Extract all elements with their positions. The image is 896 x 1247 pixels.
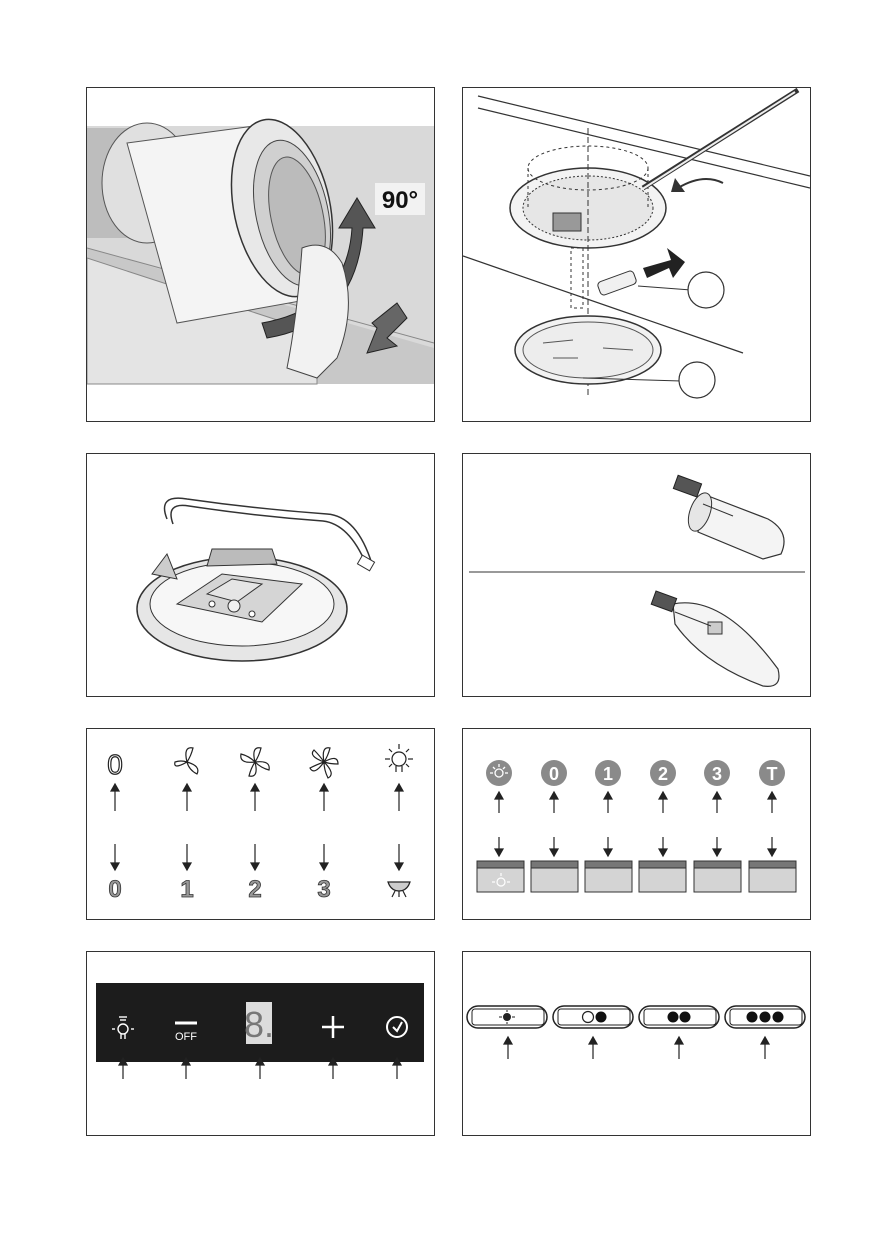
filled-dot-icon	[747, 1012, 758, 1023]
key-light[interactable]	[477, 861, 524, 892]
panel-filter-rotation: 90°	[86, 87, 435, 422]
speed-digit-0: 0	[108, 876, 121, 903]
pill-button-light[interactable]	[467, 1006, 547, 1028]
display-digit: 8.	[244, 1004, 274, 1045]
candle-bulb-icon	[651, 591, 779, 686]
fan-speed-3-icon	[310, 748, 338, 778]
panel-button-keys: 0 1 2 3 T	[462, 728, 811, 920]
round-button-0-label: 0	[549, 764, 559, 784]
light-module-illustration	[87, 454, 434, 696]
off-symbol: 0	[107, 749, 123, 780]
filled-dot-icon	[773, 1012, 784, 1023]
panel-touch-controls: OFF 8.	[86, 951, 435, 1136]
light-round-button[interactable]	[486, 760, 512, 786]
speed-digit-3: 3	[317, 876, 330, 903]
pill-button-speed-1[interactable]	[553, 1006, 633, 1028]
key-0[interactable]	[531, 861, 578, 892]
lamp-replacement-illustration	[463, 88, 810, 421]
panel-control-symbols: 0	[86, 728, 435, 920]
light-bulb-icon	[385, 744, 413, 772]
filled-dot-icon	[680, 1012, 691, 1023]
pill-button-speed-2[interactable]	[639, 1006, 719, 1028]
filter-rotation-illustration: 90°	[87, 88, 434, 421]
cylinder-bulb-icon	[673, 475, 784, 559]
pill-button-speed-3[interactable]	[725, 1006, 805, 1028]
panel-lamp-replacement	[462, 87, 811, 422]
lamp-icon	[388, 882, 410, 897]
round-button-1-label: 1	[603, 764, 613, 784]
control-symbols-illustration: 0	[87, 729, 434, 919]
off-label: OFF	[175, 1031, 197, 1043]
panel-pill-buttons	[462, 951, 811, 1136]
round-button-3-label: 3	[712, 764, 722, 784]
empty-dot-icon	[583, 1012, 594, 1023]
speed-digit-2: 2	[248, 876, 261, 903]
round-button-2-label: 2	[658, 764, 668, 784]
speed-digit-1: 1	[180, 876, 193, 903]
pill-buttons-illustration	[463, 952, 810, 1135]
fan-speed-1-icon	[175, 748, 198, 774]
key-3[interactable]	[694, 861, 741, 892]
panel-light-module	[86, 453, 435, 697]
panel-bulb-types	[462, 453, 811, 697]
filled-dot-icon	[760, 1012, 771, 1023]
angle-label: 90°	[382, 187, 418, 214]
key-timer[interactable]	[749, 861, 796, 892]
filled-dot-icon	[668, 1012, 679, 1023]
key-1[interactable]	[585, 861, 632, 892]
touch-controls-illustration: OFF 8.	[87, 952, 434, 1135]
key-2[interactable]	[639, 861, 686, 892]
filled-dot-icon	[596, 1012, 607, 1023]
round-button-timer-label: T	[767, 764, 778, 784]
fan-speed-2-icon	[241, 748, 269, 776]
button-keys-illustration: 0 1 2 3 T	[463, 729, 810, 919]
bulb-types-illustration	[463, 454, 810, 696]
